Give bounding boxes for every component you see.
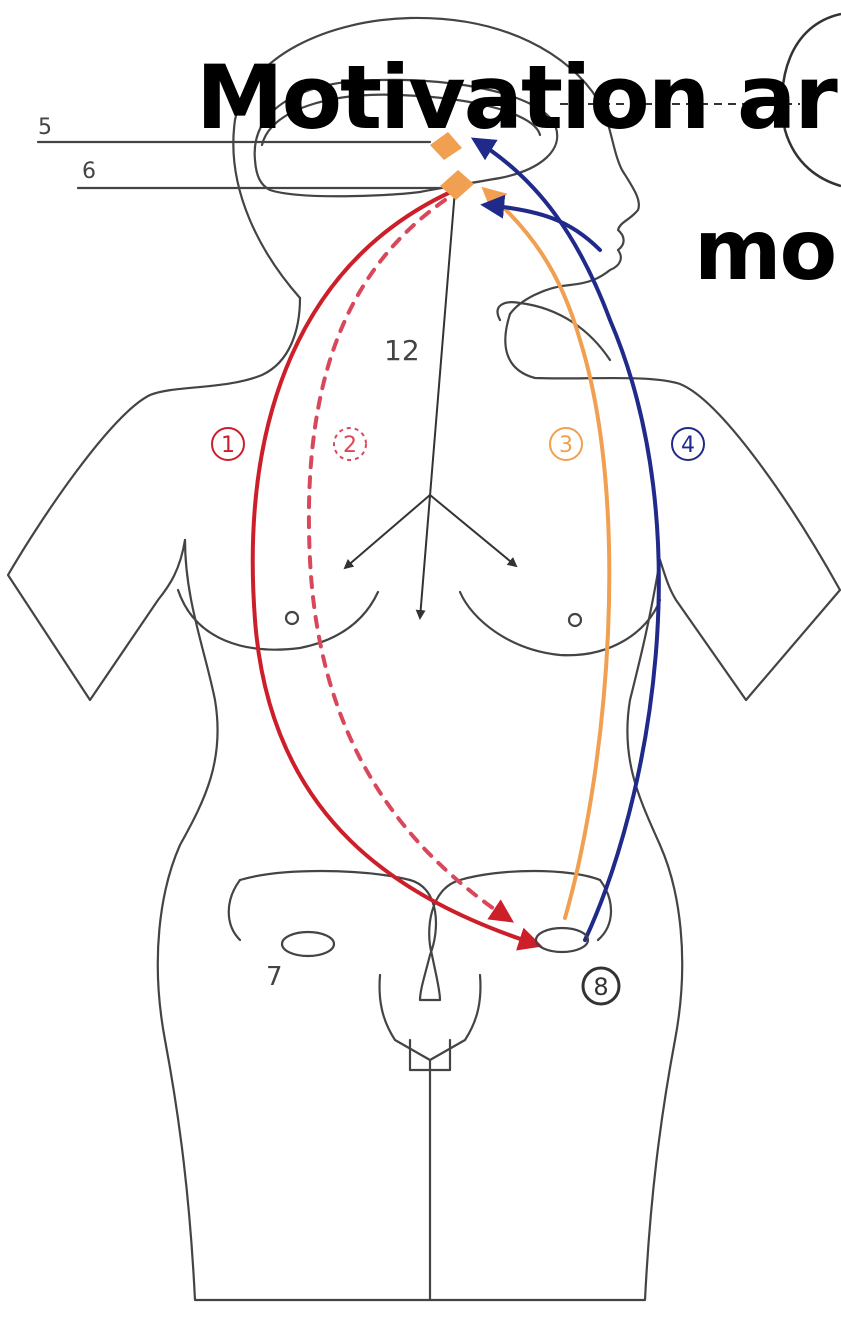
blue-pathway-secondary — [485, 205, 600, 250]
right-arm-outline — [505, 314, 840, 700]
right-torso-outline — [430, 560, 682, 1300]
blue-pathway — [475, 140, 659, 940]
slide-title-line-1: Motivation ar — [196, 48, 836, 148]
svg-text:1: 1 — [221, 433, 235, 458]
right-nipple — [569, 614, 581, 626]
svg-text:8: 8 — [593, 973, 608, 1001]
center-line — [420, 190, 455, 618]
left-torso-outline — [158, 540, 430, 1300]
left-ovary — [282, 932, 334, 956]
right-ovary — [536, 928, 588, 952]
circled-label-8: 8 — [583, 968, 619, 1004]
dashed-red-pathway — [309, 200, 510, 920]
circled-label-1: 1 — [212, 428, 244, 460]
branch-right — [430, 495, 516, 566]
hormone-pathways — [253, 140, 659, 945]
right-breast-outline — [460, 592, 660, 655]
left-tube-outline — [229, 880, 240, 940]
uterus-outline — [240, 871, 600, 1000]
circled-label-2: 2 — [334, 428, 366, 460]
collar-outline — [498, 302, 610, 360]
red-pathway — [253, 190, 538, 945]
circled-label-3: 3 — [550, 428, 582, 460]
slide-title-line-2: mo — [694, 202, 835, 298]
label-6: 6 — [82, 159, 96, 184]
svg-text:2: 2 — [343, 433, 357, 458]
signal-lines — [345, 190, 516, 618]
svg-text:4: 4 — [681, 433, 695, 458]
circled-labels: 1 2 3 4 8 — [212, 428, 704, 1004]
svg-text:3: 3 — [559, 433, 573, 458]
left-breast-outline — [178, 590, 378, 650]
label-5: 5 — [38, 115, 52, 140]
orange-pathway — [485, 190, 609, 918]
cervix-outline — [380, 975, 481, 1060]
branch-left — [345, 495, 430, 568]
left-nipple — [286, 612, 298, 624]
label-7: 7 — [266, 962, 283, 992]
circled-label-4: 4 — [672, 428, 704, 460]
label-12: 12 — [384, 334, 420, 367]
